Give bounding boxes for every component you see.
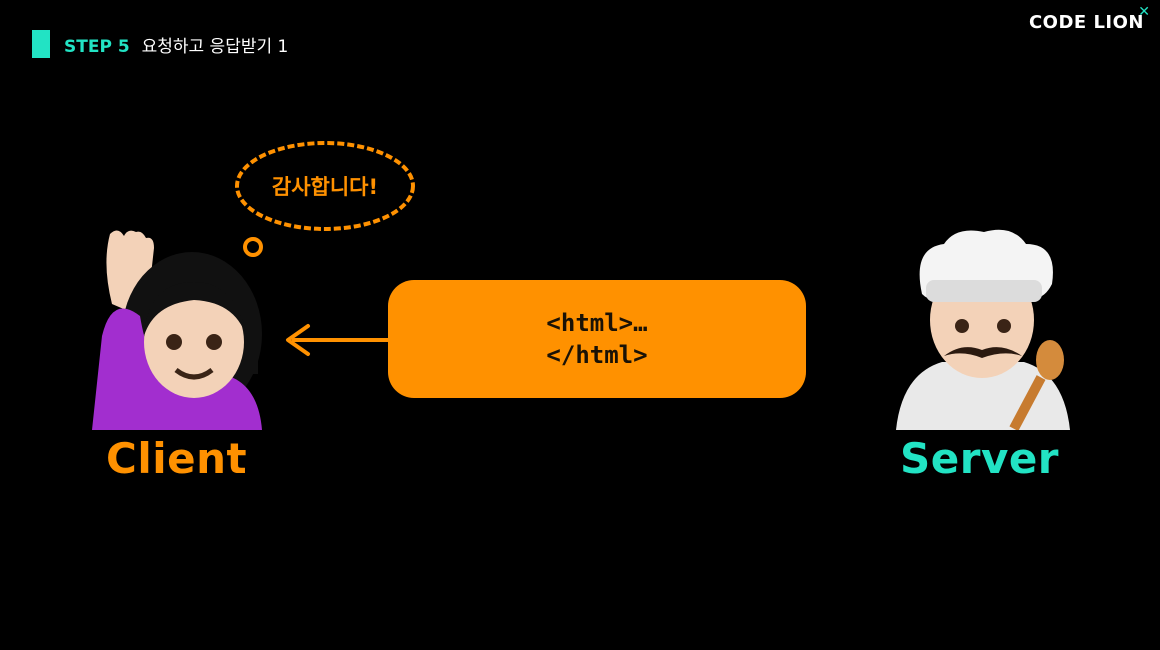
- client-label: Client: [106, 434, 248, 483]
- thought-dot-icon: [243, 237, 263, 257]
- step-indicator-bar: [32, 30, 50, 58]
- step-header: STEP 5 요청하고 응답받기 1: [64, 32, 288, 57]
- step-label: STEP 5: [64, 37, 130, 57]
- html-payload-box: <html>… </html>: [390, 282, 804, 396]
- raising-hand-woman-icon: [92, 230, 262, 430]
- server-label: Server: [900, 434, 1060, 483]
- step-title: 요청하고 응답받기 1: [141, 37, 289, 57]
- chef-icon: [896, 229, 1070, 430]
- logo-close-mark-icon: ✕: [1138, 4, 1150, 20]
- thought-bubble: 감사합니다!: [232, 138, 418, 234]
- thought-bubble-text: 감사합니다!: [271, 175, 379, 199]
- codelion-logo: CODE LION ✕: [1028, 4, 1150, 40]
- logo-text: CODE LION: [1028, 12, 1144, 33]
- response-arrow: [286, 324, 392, 356]
- html-payload-text: <html>… </html>: [390, 282, 804, 396]
- thought-bubble-outline: [235, 141, 415, 231]
- payload-line-close: </html>: [546, 341, 648, 369]
- payload-line-open: <html>…: [546, 309, 648, 337]
